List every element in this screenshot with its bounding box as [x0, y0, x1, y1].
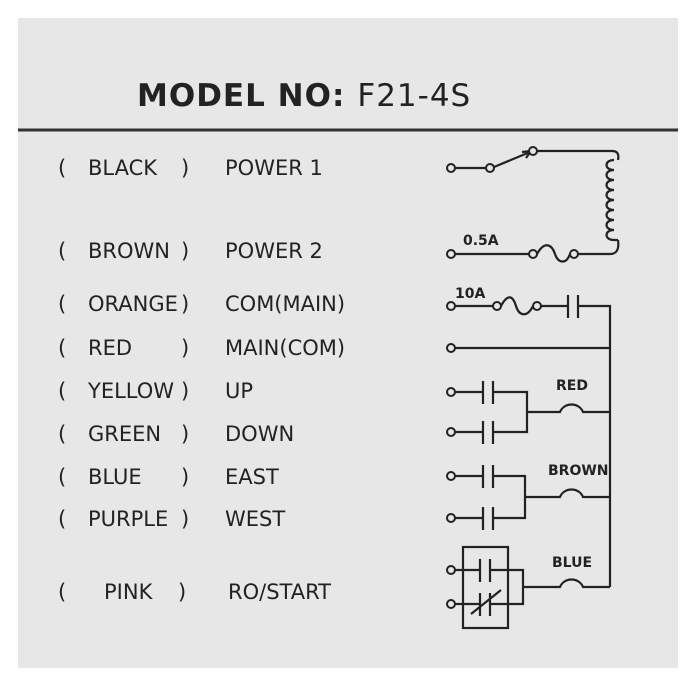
wire-color-label: YELLOW: [87, 379, 174, 403]
paren-open: (: [58, 156, 66, 180]
paren-open: (: [58, 379, 66, 403]
paren-open: (: [58, 465, 66, 489]
coil-icon: [605, 158, 618, 242]
wire-color-label: BLUE: [88, 465, 142, 489]
fuse-power-label: 0.5A: [463, 233, 499, 249]
wire-row-purple: ( PURPLE) WEST: [58, 507, 285, 531]
wire-function-label: POWER 2: [225, 239, 323, 263]
paren-close: ): [181, 507, 189, 531]
wire-row-pink: ( PINK) RO/START: [58, 580, 331, 604]
wire-row-brown: ( BROWN) POWER 2: [58, 239, 323, 263]
model-title: MODEL NO:F21-4S: [137, 78, 471, 114]
paren-open: (: [58, 292, 66, 316]
wire-color-label: ORANGE: [88, 292, 178, 316]
wire-function-label: EAST: [225, 465, 279, 489]
wire-row-orange: ( ORANGE) COM(MAIN): [58, 292, 345, 316]
wire-row-yellow: ( YELLOW) UP: [58, 379, 253, 403]
wire-function-label: RO/START: [228, 580, 331, 604]
wire-row-black: ( BLACK) POWER 1: [58, 156, 323, 180]
wire-color-label: BROWN: [88, 239, 170, 263]
wire-color-label: PURPLE: [88, 507, 168, 531]
wire-color-label: RED: [88, 336, 132, 360]
paren-open: (: [58, 336, 66, 360]
contact-icon: [566, 295, 580, 318]
wire-function-label: COM(MAIN): [225, 292, 345, 316]
motor-label-brown: BROWN: [548, 463, 609, 479]
wire-row-blue: ( BLUE) EAST: [58, 465, 279, 489]
wire-color-list: ( BLACK) POWER 1 ( BROWN) POWER 2 ( ORANGE) COM(…: [58, 156, 345, 604]
paren-close: ): [181, 292, 189, 316]
paren-close: ): [181, 239, 189, 263]
paren-close: ): [181, 336, 189, 360]
paren-open: (: [58, 239, 66, 263]
diagram-panel: [18, 18, 678, 668]
wire-color-label: BLACK: [88, 156, 158, 180]
wire-color-label: GREEN: [88, 422, 161, 446]
paren-close: ): [181, 379, 189, 403]
wire-color-label: PINK: [104, 580, 154, 604]
paren-close: ): [181, 422, 189, 446]
wire-function-label: UP: [225, 379, 253, 403]
wire-row-green: ( GREEN) DOWN: [58, 422, 294, 446]
wire-function-label: WEST: [225, 507, 285, 531]
wire-row-red: ( RED) MAIN(COM): [58, 336, 345, 360]
fuse-icon: [500, 296, 534, 316]
paren-open: (: [58, 422, 66, 446]
fuse-main-label: 10A: [455, 286, 485, 302]
motor-label-blue: BLUE: [552, 555, 592, 571]
paren-open: (: [58, 507, 66, 531]
schematic: 0.5A 10A RED BROWN BLUE: [446, 146, 620, 630]
wire-function-label: MAIN(COM): [225, 336, 345, 360]
motor-label-red: RED: [556, 378, 588, 394]
wire-function-label: DOWN: [225, 422, 294, 446]
paren-close: ): [181, 465, 189, 489]
fuse-icon: [536, 244, 572, 263]
paren-close: ): [181, 156, 189, 180]
paren-close: ): [178, 580, 186, 604]
paren-open: (: [58, 580, 66, 604]
wire-function-label: POWER 1: [225, 156, 323, 180]
